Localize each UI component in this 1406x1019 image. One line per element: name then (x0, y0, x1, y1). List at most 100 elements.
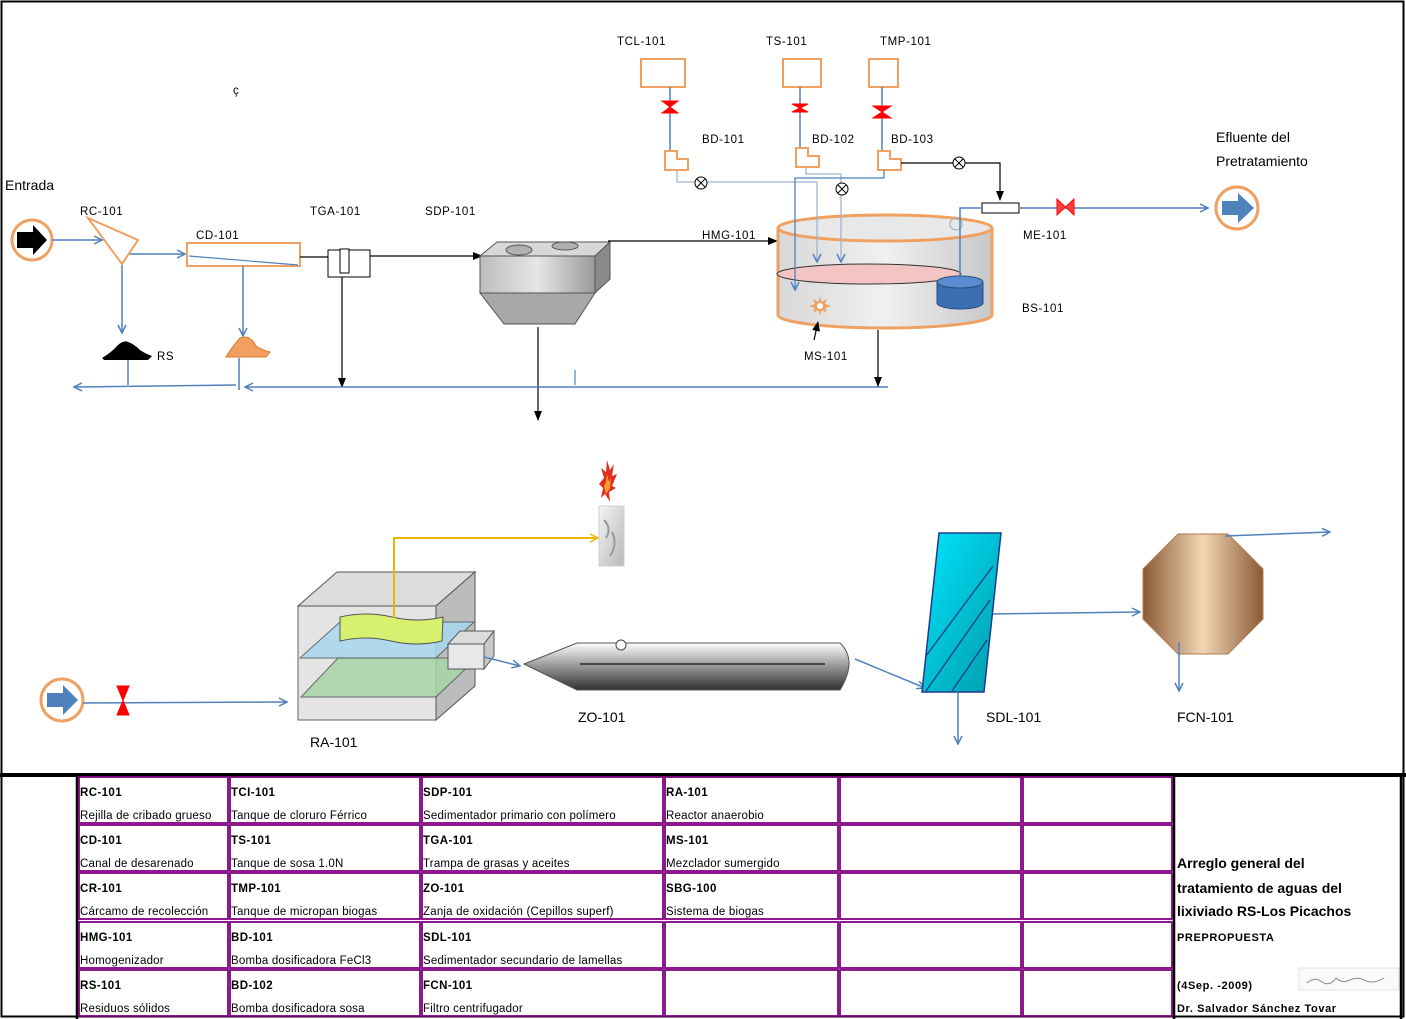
inlet-lower-icon (39, 677, 85, 723)
outlet-arrow-icon (1214, 185, 1260, 231)
label-fcn: FCN-101 (1177, 709, 1234, 725)
pipe-sdl-fcn (992, 612, 1140, 614)
centrifuge-filter-fcn101 (1142, 533, 1264, 655)
legend-cell (839, 969, 1022, 1017)
biogas-line (393, 538, 598, 618)
legend-cell (421, 969, 664, 1017)
inlet-arrow-icon (10, 218, 54, 262)
legend-cell (229, 824, 421, 872)
legend-description: Bomba dosificadora FeCl3 (231, 955, 371, 967)
legend-cell (78, 921, 229, 969)
label-zo: ZO-101 (578, 709, 626, 725)
status-prepropuesta: PREPROPUESTA (1177, 932, 1274, 944)
legend-cell (78, 872, 229, 920)
lamella-settler-sdl101 (921, 532, 1002, 693)
solid-waste-pile-black (102, 341, 152, 360)
return-line-left (74, 385, 237, 387)
valve-tcl-icon (660, 100, 680, 114)
legend-code: SDL-101 (423, 932, 472, 944)
lamella-plate-3 (951, 639, 988, 692)
screen-rc101 (84, 215, 140, 266)
lamella-plate-2 (925, 599, 991, 692)
legend-cell (229, 776, 421, 824)
sand-pile-orange (225, 336, 271, 358)
valve-ts-icon (791, 103, 809, 113)
legend-cell (421, 921, 664, 969)
label-hmg: HMG-101 (702, 230, 756, 242)
flare-stack-texture (603, 519, 616, 557)
label-bs: BS-101 (1022, 303, 1064, 315)
title-line-1: Arreglo general del (1177, 855, 1305, 871)
legend-cell (421, 824, 664, 872)
label-tga: TGA-101 (310, 206, 361, 218)
legend-code: BD-102 (231, 980, 273, 992)
label-me: ME-101 (1023, 230, 1067, 242)
tank-tmp101 (868, 58, 899, 88)
tank-tcl101 (640, 58, 686, 88)
biogas-flare-sbg100 (598, 505, 625, 567)
legend-code: ZO-101 (423, 883, 465, 895)
legend-description: Bomba dosificadora sosa (231, 1003, 365, 1015)
legend-cell (421, 776, 664, 824)
mixer-core (817, 303, 823, 309)
label-rc: RC-101 (80, 206, 123, 218)
legend-cell (229, 969, 421, 1017)
dose-line-bd3 (795, 170, 885, 290)
legend-description: Canal de desarenado (80, 858, 194, 870)
gas-line-bd3 (901, 162, 1004, 201)
legend-code: RA-101 (666, 787, 708, 799)
oxidation-ditch-zo101 (522, 642, 850, 691)
legend-code: SBG-100 (666, 883, 717, 895)
legend-code: BD-101 (231, 932, 273, 944)
legend-cell (664, 776, 839, 824)
pipe-zo-sdl (854, 658, 925, 688)
label-bd2: BD-102 (812, 134, 855, 146)
legend-cell (664, 824, 839, 872)
tank-ts101 (782, 58, 822, 88)
legend-cell (1022, 969, 1173, 1017)
legend-description: Trampa de grasas y aceites (423, 858, 570, 870)
signature-image (1298, 967, 1400, 991)
lamella-plate-1 (925, 565, 994, 657)
legend-cell (664, 872, 839, 920)
legend-description: Tanque de sosa 1.0N (231, 858, 344, 870)
legend-code: HMG-101 (80, 932, 133, 944)
legend-cell (229, 921, 421, 969)
legend-code: MS-101 (666, 835, 709, 847)
legend-description: Sedimentador secundario de lamellas (423, 955, 622, 967)
legend-cell (78, 969, 229, 1017)
label-tmp: TMP-101 (880, 36, 932, 48)
pipe-bs-me (959, 207, 982, 280)
legend-cell (1022, 824, 1173, 872)
valve-outlet-icon (1056, 197, 1075, 217)
legend-description: Residuos sólidos (80, 1003, 170, 1015)
legend-table (0, 773, 1406, 1019)
label-ra: RA-101 (310, 734, 358, 750)
label-cd: CD-101 (196, 230, 239, 242)
stray-mark: ç (233, 85, 239, 97)
legend-description: Sistema de biogas (666, 906, 764, 918)
meter-me101 (981, 202, 1020, 214)
legend-description: Filtro centrifugador (423, 1003, 523, 1015)
legend-cell (664, 969, 839, 1017)
legend-code: RS-101 (80, 980, 122, 992)
grit-channel-cd101 (186, 242, 301, 267)
legend-code: FCN-101 (423, 980, 473, 992)
dose-line-bd1 (676, 170, 817, 262)
label-efluente-1: Efluente del (1216, 129, 1290, 145)
label-ts: TS-101 (766, 36, 807, 48)
label-efluente-2: Pretratamiento (1216, 153, 1308, 169)
legend-cell (78, 776, 229, 824)
legend-code: TS-101 (231, 835, 271, 847)
flowmeter-bd2-icon (835, 182, 849, 196)
flowmeter-bd1-icon (694, 176, 708, 190)
legend-cell (839, 872, 1022, 920)
label-sdl: SDL-101 (986, 709, 1041, 725)
pump-bd103-icon (877, 150, 902, 171)
pipe-ra-zo (483, 656, 520, 666)
pointer-ms (812, 321, 820, 341)
grease-trap-baffle (339, 248, 350, 274)
legend-description: Tanque de micropan biogas (231, 906, 377, 918)
